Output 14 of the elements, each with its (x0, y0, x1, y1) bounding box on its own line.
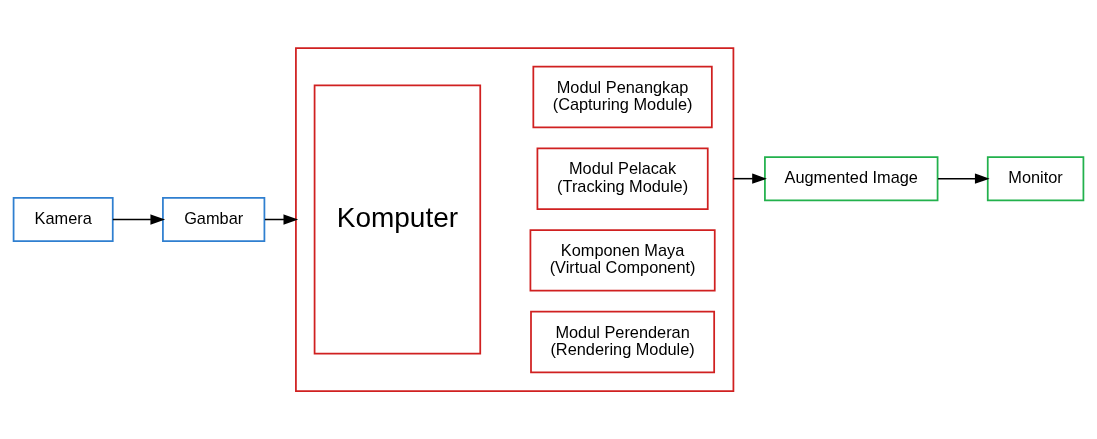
node-box: Modul Penangkap (Capturing Module) (532, 65, 713, 129)
arrow (732, 173, 767, 184)
node-box: Augmented Image (764, 156, 939, 202)
node-box: Komponen Maya (Virtual Component) (529, 229, 716, 292)
node-box: Monitor (986, 156, 1085, 202)
node-box: Kamera (12, 197, 114, 242)
node-box: Modul Pelacak (Tracking Module) (536, 147, 709, 210)
arrow (937, 173, 990, 184)
node-box: Gambar (162, 197, 266, 242)
node-box: Modul Perenderan (Rendering Module) (530, 310, 716, 374)
node-box: Komputer (313, 84, 482, 355)
arrow (112, 214, 166, 225)
arrow (264, 214, 299, 225)
cluster (295, 47, 735, 392)
